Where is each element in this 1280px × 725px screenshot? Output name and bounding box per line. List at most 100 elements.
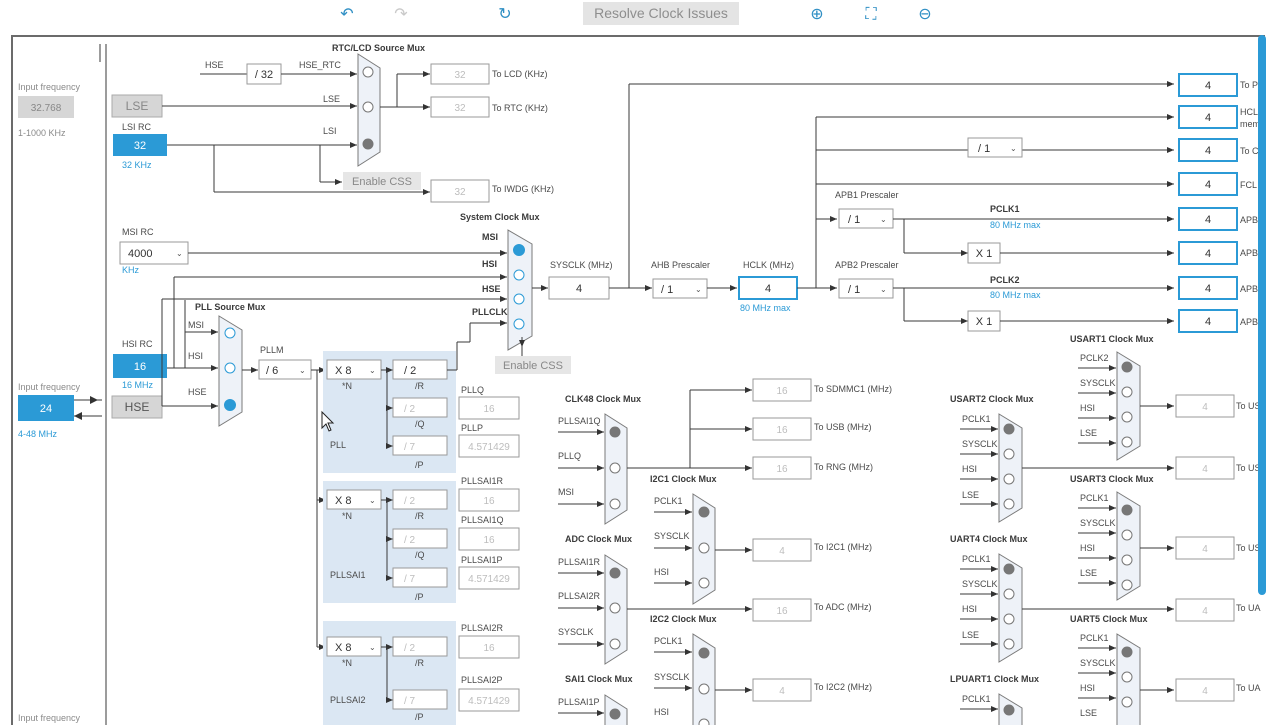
lsi-freq: 32 KHz xyxy=(122,160,152,170)
redo-icon[interactable]: ↷ xyxy=(394,4,408,23)
sysmux-hse-label: HSE xyxy=(482,284,501,294)
output-field[interactable] xyxy=(1178,73,1238,97)
sai1-mux-title: SAI1 Clock Mux xyxy=(565,674,633,684)
output-value: 4 xyxy=(1205,145,1211,157)
pllsai1-p-select[interactable] xyxy=(392,567,448,588)
usart2-output-field[interactable] xyxy=(1175,456,1235,480)
iwdg-output-value: 32 xyxy=(454,187,466,198)
pllsai2-r-select[interactable] xyxy=(392,636,448,657)
uart4-clock-mux[interactable] xyxy=(998,553,1023,663)
hse-input-field[interactable] xyxy=(18,395,74,421)
output-field[interactable] xyxy=(1178,241,1238,265)
pllq-output-field[interactable] xyxy=(458,396,520,420)
iwdg-output-field[interactable] xyxy=(430,179,490,203)
lse-input-frequency-label: Input frequency xyxy=(18,82,81,92)
lcd-output-field[interactable] xyxy=(430,63,490,85)
uart4-output-field[interactable] xyxy=(1175,598,1235,622)
i2c1-output-label: To I2C1 (MHz) xyxy=(814,542,872,552)
hsi-rc-block[interactable] xyxy=(113,354,167,378)
output-value: 4 xyxy=(1205,248,1211,260)
usb-output-field[interactable] xyxy=(752,417,812,441)
uart5-in3: HSI xyxy=(1080,683,1095,693)
pllsai2-p-value: / 7 xyxy=(404,696,416,707)
output-field[interactable] xyxy=(1178,172,1238,196)
resolve-clock-issues-button[interactable]: Resolve Clock Issues xyxy=(583,2,739,25)
chevron-down-icon: ⌄ xyxy=(369,643,376,652)
pllsai1p-output-field[interactable] xyxy=(458,566,520,590)
i2c2-output-label: To I2C2 (MHz) xyxy=(814,682,872,692)
output-field[interactable] xyxy=(1178,207,1238,231)
pllsai1-p-label: /P xyxy=(415,592,424,602)
pllsai1q-output-field[interactable] xyxy=(458,527,520,551)
pllsai2r-output-field[interactable] xyxy=(458,635,520,659)
pll-source-mux-title: PLL Source Mux xyxy=(195,302,265,312)
rtc-enable-css-button[interactable] xyxy=(343,172,421,190)
output-field[interactable] xyxy=(1178,309,1238,333)
sdmmc-output-field[interactable] xyxy=(752,378,812,402)
uart5-output-field[interactable] xyxy=(1175,678,1235,702)
sai1-in1: PLLSAI1P xyxy=(558,697,600,707)
pllp-output-field[interactable] xyxy=(458,434,520,458)
hclk-value: 4 xyxy=(765,283,771,295)
pllsai2-r-value: / 2 xyxy=(404,643,416,654)
adc-in2: PLLSAI2R xyxy=(558,591,601,601)
lse-input-field[interactable] xyxy=(18,96,74,118)
usart3-clock-mux[interactable] xyxy=(1116,491,1141,601)
fit-screen-icon[interactable]: ⛶ xyxy=(865,4,877,23)
i2c1-output-field[interactable] xyxy=(752,538,812,562)
pllsai2-name: PLLSAI2 xyxy=(330,695,366,705)
i2c2-output-field[interactable] xyxy=(752,678,812,702)
usart1-output-field[interactable] xyxy=(1175,394,1235,418)
pllsai1r-output-field[interactable] xyxy=(458,488,520,512)
output-field[interactable] xyxy=(1178,105,1238,129)
lpuart1-in1: PCLK1 xyxy=(962,694,991,704)
output-field[interactable] xyxy=(1178,276,1238,300)
hsi-rc-label: HSI RC xyxy=(122,339,153,349)
rtc-output-label: To RTC (KHz) xyxy=(492,103,548,113)
vertical-scrollbar[interactable] xyxy=(1258,35,1266,595)
rng-output-field[interactable] xyxy=(752,456,812,480)
zoom-out-icon[interactable]: ⊖ xyxy=(918,4,932,23)
usart1-in4: LSE xyxy=(1080,428,1097,438)
usart1-mux-title: USART1 Clock Mux xyxy=(1070,334,1154,344)
usart1-clock-mux[interactable] xyxy=(1116,351,1141,461)
output-field[interactable] xyxy=(1178,138,1238,162)
adc-output-field[interactable] xyxy=(752,598,812,622)
rtc-hse-divider-value: / 32 xyxy=(255,69,273,81)
ahb-prescaler-label: AHB Prescaler xyxy=(651,260,710,270)
refresh-icon[interactable]: ↻ xyxy=(498,4,512,23)
output-column: 4 To P 4 HCL mem 4 To C 4 FCL 4 APB1 4 A… xyxy=(1178,73,1263,333)
pllsai1-q-label: /Q xyxy=(415,550,425,560)
usart2-clock-mux[interactable] xyxy=(998,413,1023,523)
pllm-value: / 6 xyxy=(266,365,278,377)
pll-r-select[interactable] xyxy=(392,359,448,380)
sysmux-hsi-label: HSI xyxy=(482,259,497,269)
pllsai2-r-label: /R xyxy=(415,658,425,668)
hse-block[interactable] xyxy=(111,395,163,419)
rtc-output-field[interactable] xyxy=(430,96,490,118)
undo-icon[interactable]: ↶ xyxy=(340,4,354,23)
pllsai1-r-select[interactable] xyxy=(392,489,448,510)
cortex-divider-select[interactable] xyxy=(967,137,1023,158)
sys-enable-css-button[interactable] xyxy=(495,356,571,374)
zoom-in-icon[interactable]: ⊕ xyxy=(810,4,824,23)
pll-p-select[interactable] xyxy=(392,435,448,456)
usart3-output-field[interactable] xyxy=(1175,536,1235,560)
usart3-in2: SYSCLK xyxy=(1080,518,1116,528)
pllsai1-q-select[interactable] xyxy=(392,528,448,549)
sysclk-label: SYSCLK (MHz) xyxy=(550,260,613,270)
pllsai2r-label: PLLSAI2R xyxy=(461,623,504,633)
i2c2-clock-mux[interactable] xyxy=(692,633,716,725)
pll-q-select[interactable] xyxy=(392,397,448,418)
pllmux-hsi-label: HSI xyxy=(188,351,203,361)
system-clock-mux[interactable] xyxy=(507,229,533,351)
clk48-in3: MSI xyxy=(558,487,574,497)
uart5-mux-title: UART5 Clock Mux xyxy=(1070,614,1148,624)
lsi-rc-label: LSI RC xyxy=(122,122,152,132)
chevron-down-icon: ⌄ xyxy=(1010,144,1017,153)
i2c1-output-value: 4 xyxy=(779,546,785,557)
clock-tree-diagram: Input frequency 32.768 1-1000 KHz LSE LS… xyxy=(18,43,1263,725)
pllsai2-p-select[interactable] xyxy=(392,689,448,710)
pllsai2p-output-field[interactable] xyxy=(458,688,520,712)
lsi-rc-block[interactable] xyxy=(113,134,167,156)
